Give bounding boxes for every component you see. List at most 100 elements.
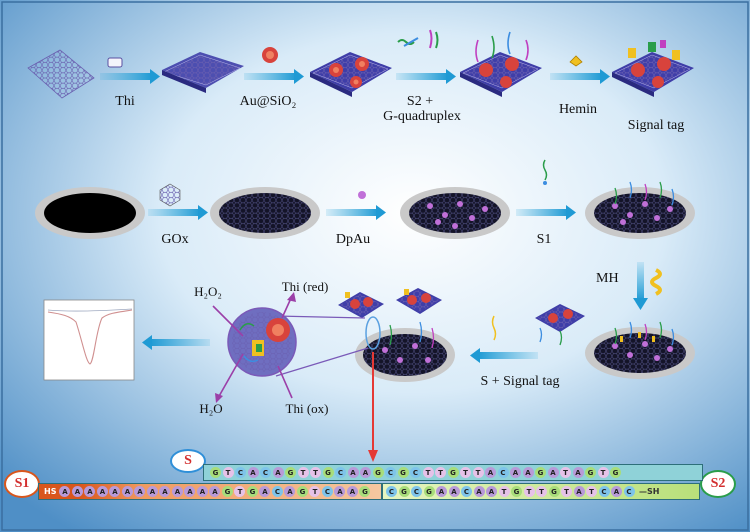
strand-s-base: T bbox=[472, 467, 484, 478]
dpv-plot bbox=[43, 299, 135, 381]
arrow-mh bbox=[637, 262, 644, 300]
dpau-particle-icon bbox=[358, 191, 366, 199]
strand-s2-base: G bbox=[548, 486, 560, 497]
strand-s-base: A bbox=[510, 467, 521, 478]
gox-sheet-icon bbox=[159, 183, 181, 207]
strand-s1-base: G bbox=[296, 486, 308, 497]
strand-s-base: A bbox=[572, 467, 584, 478]
s-strand-icon bbox=[491, 315, 497, 341]
strand-s-label: S bbox=[170, 449, 206, 473]
au-sio2-nanoparticle-icon bbox=[262, 47, 278, 63]
dna-strand-icon bbox=[397, 29, 439, 49]
strand-s2-base: A bbox=[573, 486, 585, 497]
strand-s2-base: T bbox=[586, 486, 597, 497]
reaction-arrow-h2o bbox=[217, 353, 244, 399]
arrow-s1 bbox=[516, 209, 568, 216]
strand-s1-base: A bbox=[346, 486, 358, 497]
strand-s1-hs-end: HS bbox=[44, 487, 57, 496]
label-h2o: H₂O bbox=[199, 401, 223, 416]
graphene-thi-sheet bbox=[162, 52, 244, 93]
strand-s2-base: A bbox=[448, 486, 460, 497]
arrow-ausio2-head bbox=[294, 69, 304, 84]
strand-s1-base: A bbox=[146, 486, 158, 497]
arrow-mh-head bbox=[633, 298, 648, 310]
dpau-electrode bbox=[400, 187, 510, 239]
label-s2-line2: G-quadruplex bbox=[383, 109, 461, 124]
strand-s1-label: S1 bbox=[4, 470, 40, 498]
strand-s-base: C bbox=[235, 467, 246, 478]
hemin-icon bbox=[569, 55, 583, 67]
s1-electrode bbox=[585, 181, 695, 239]
strand-s2-base: C bbox=[461, 486, 472, 497]
strand-s-base: C bbox=[385, 467, 396, 478]
strand-s1-base: A bbox=[109, 486, 121, 497]
label-thi-ox: Thi (ox) bbox=[285, 401, 329, 416]
strand-s-base: C bbox=[260, 467, 271, 478]
strand-s-base: G bbox=[585, 467, 596, 478]
strand-s1-base: C bbox=[271, 486, 283, 497]
strand-s-base: C bbox=[497, 467, 509, 478]
bare-electrode bbox=[35, 187, 145, 239]
strand-s2-base: T bbox=[536, 486, 547, 497]
label-signal-tag: Signal tag bbox=[627, 118, 685, 133]
mh-electrode bbox=[585, 321, 695, 379]
arrow-to-plot bbox=[150, 339, 210, 346]
strand-s-base: T bbox=[597, 467, 609, 478]
arrow-dpau-head bbox=[376, 205, 386, 220]
label-gox: GOx bbox=[161, 232, 189, 247]
arrow-dpau bbox=[326, 209, 378, 216]
strand-s-base: A bbox=[272, 467, 284, 478]
strand-s1-base: C bbox=[321, 486, 333, 497]
label-au-sio2: Au@SiO₂ bbox=[239, 94, 297, 109]
signal-tag-sheet bbox=[612, 40, 694, 97]
bound-signal-tag-1 bbox=[338, 292, 384, 318]
strand-s2-base: G bbox=[398, 486, 410, 497]
strand-s1-base: G bbox=[359, 486, 371, 497]
mh-molecule-icon bbox=[650, 268, 662, 296]
gox-electrode bbox=[210, 187, 320, 239]
label-s-signal-tag: S + Signal tag bbox=[480, 374, 560, 389]
dpv-curve bbox=[47, 309, 133, 365]
strand-s-base: A bbox=[347, 467, 359, 478]
strand-s1-base: A bbox=[209, 486, 221, 497]
strand-s1-base: A bbox=[171, 486, 183, 497]
strand-s-base: T bbox=[460, 467, 471, 478]
strand-s-base: T bbox=[297, 467, 309, 478]
strand-s1-base: A bbox=[96, 486, 108, 497]
strand-s-base: G bbox=[610, 467, 621, 478]
strand-s-base: A bbox=[547, 467, 559, 478]
strand-s-base: G bbox=[210, 467, 221, 478]
label-s2-line1: S2 + bbox=[406, 94, 434, 109]
strand-s-base: A bbox=[522, 467, 534, 478]
label-dpau: DpAu bbox=[335, 232, 371, 247]
strand-s-base: A bbox=[247, 467, 259, 478]
strand-s2-base: C bbox=[411, 486, 422, 497]
zoom-line-bottom bbox=[275, 347, 369, 377]
strand-s-base: G bbox=[322, 467, 334, 478]
strand-s2-label: S2 bbox=[700, 470, 736, 498]
strand-s-base: G bbox=[535, 467, 546, 478]
bound-signal-tag-2 bbox=[396, 288, 442, 314]
reaction-arrow-thi-ox bbox=[277, 365, 293, 399]
label-h2o2: H₂O₂ bbox=[194, 284, 222, 299]
strand-s1-base: A bbox=[84, 486, 96, 497]
strand-s1-base: A bbox=[159, 486, 171, 497]
arrow-gox-head bbox=[198, 205, 208, 220]
strand-s-base: T bbox=[310, 467, 321, 478]
arrow-thi-head bbox=[150, 69, 160, 84]
strand-s1-base: A bbox=[196, 486, 208, 497]
strand-s-base: T bbox=[560, 467, 571, 478]
arrow-gox bbox=[148, 209, 200, 216]
strand-s1-base: A bbox=[284, 486, 296, 497]
graphene-dna-sheet bbox=[460, 31, 542, 97]
strand-s1-base: G bbox=[221, 486, 233, 497]
strand-s-base: C bbox=[410, 467, 421, 478]
dpv-baseline-curve bbox=[47, 308, 133, 312]
strand-s2-base: G bbox=[511, 486, 522, 497]
arrow-s2 bbox=[396, 73, 448, 80]
strand-s2-base: A bbox=[611, 486, 622, 497]
strand-s1-base: A bbox=[334, 486, 346, 497]
